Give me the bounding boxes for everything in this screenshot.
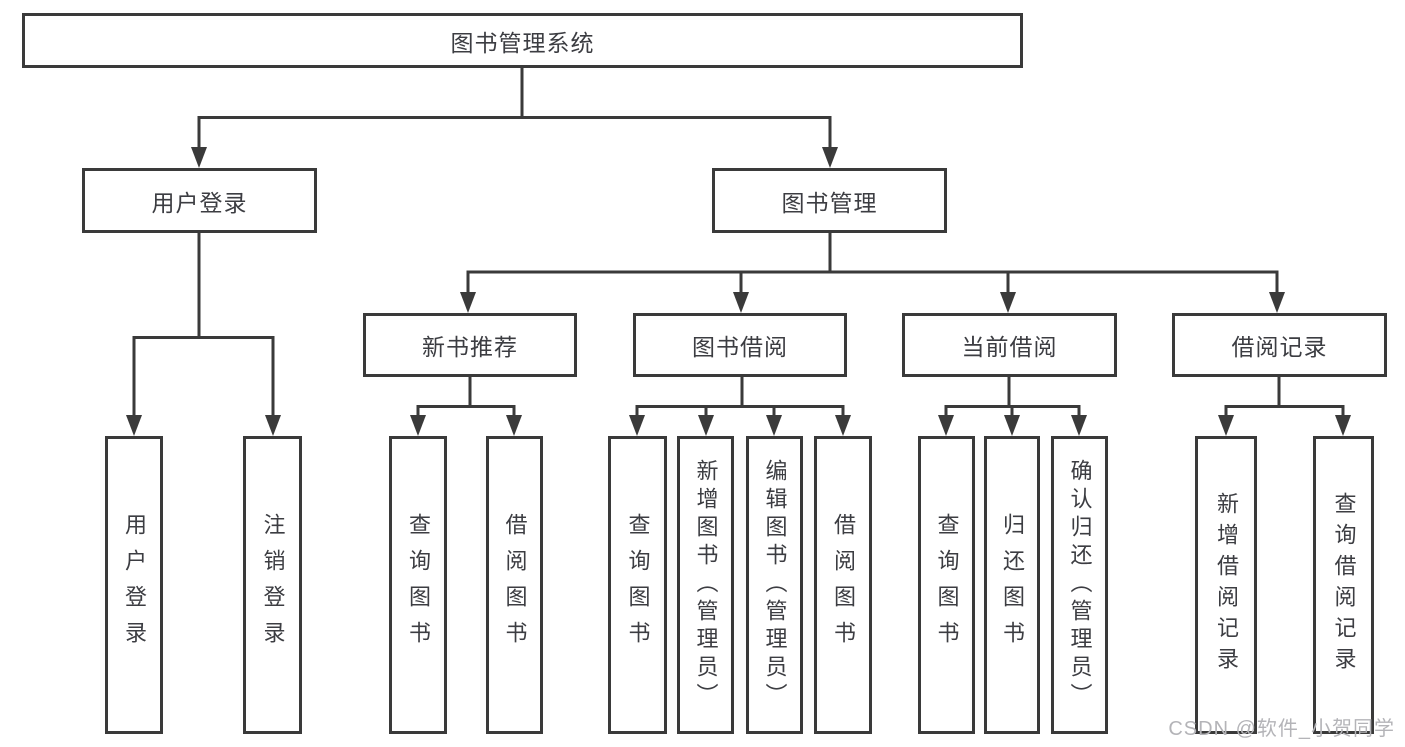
node-book-borrow: 图书借阅 (633, 313, 847, 377)
arrow-current-return (1004, 415, 1020, 436)
connector-level3-bar (466, 270, 1279, 295)
node-current-borrow: 当前借阅 (902, 313, 1117, 377)
connector-user-login-bar (132, 336, 275, 418)
arrow-borrow-borrow (835, 415, 851, 436)
arrow-user-login (191, 147, 207, 168)
arrow-book-management (822, 147, 838, 168)
leaf-borrow-borrow-books: 借阅图书 (814, 436, 872, 734)
node-new-book-recommend: 新书推荐 (363, 313, 577, 377)
connector-recommend-bar (416, 405, 516, 418)
leaf-recommend-borrow-books: 借阅图书 (486, 436, 543, 734)
arrow-borrow-records (1269, 292, 1285, 313)
arrow-current-confirm (1071, 415, 1087, 436)
leaf-records-query-record: 查询借阅记录 (1313, 436, 1374, 734)
arrow-borrow-add (698, 415, 714, 436)
arrow-leaf-user-login (126, 415, 142, 436)
arrow-recommend-borrow (506, 415, 522, 436)
leaf-logout: 注销登录 (243, 436, 302, 734)
leaf-borrow-add-books-admin: 新增图书（管理员） (677, 436, 734, 734)
leaf-borrow-query-books: 查询图书 (608, 436, 667, 734)
arrow-records-add (1218, 415, 1234, 436)
leaf-current-return-books: 归还图书 (984, 436, 1040, 734)
leaf-records-add-record: 新增借阅记录 (1195, 436, 1257, 734)
arrow-leaf-logout (265, 415, 281, 436)
arrow-recommend-query (410, 415, 426, 436)
node-book-management: 图书管理 (712, 168, 947, 233)
leaf-user-login: 用户登录 (105, 436, 163, 734)
arrow-current-query (938, 415, 954, 436)
node-library-system: 图书管理系统 (22, 13, 1023, 68)
leaf-recommend-query-books: 查询图书 (389, 436, 447, 734)
arrow-current-borrow (1000, 292, 1016, 313)
arrow-book-borrow (733, 292, 749, 313)
arrow-borrow-query (629, 415, 645, 436)
connector-records-bar (1224, 405, 1345, 418)
leaf-current-query-books: 查询图书 (918, 436, 975, 734)
node-borrow-records: 借阅记录 (1172, 313, 1387, 377)
leaf-current-confirm-return-admin: 确认归还（管理员） (1051, 436, 1108, 734)
connector-borrow-bar (635, 405, 845, 418)
csdn-watermark: CSDN @软件_小贺同学 (1168, 718, 1395, 740)
arrow-borrow-edit (766, 415, 782, 436)
arrow-new-book-recommend (460, 292, 476, 313)
connector-root-bar (197, 116, 832, 150)
arrow-records-query (1335, 415, 1351, 436)
node-user-login: 用户登录 (82, 168, 317, 233)
leaf-borrow-edit-books-admin: 编辑图书（管理员） (746, 436, 803, 734)
